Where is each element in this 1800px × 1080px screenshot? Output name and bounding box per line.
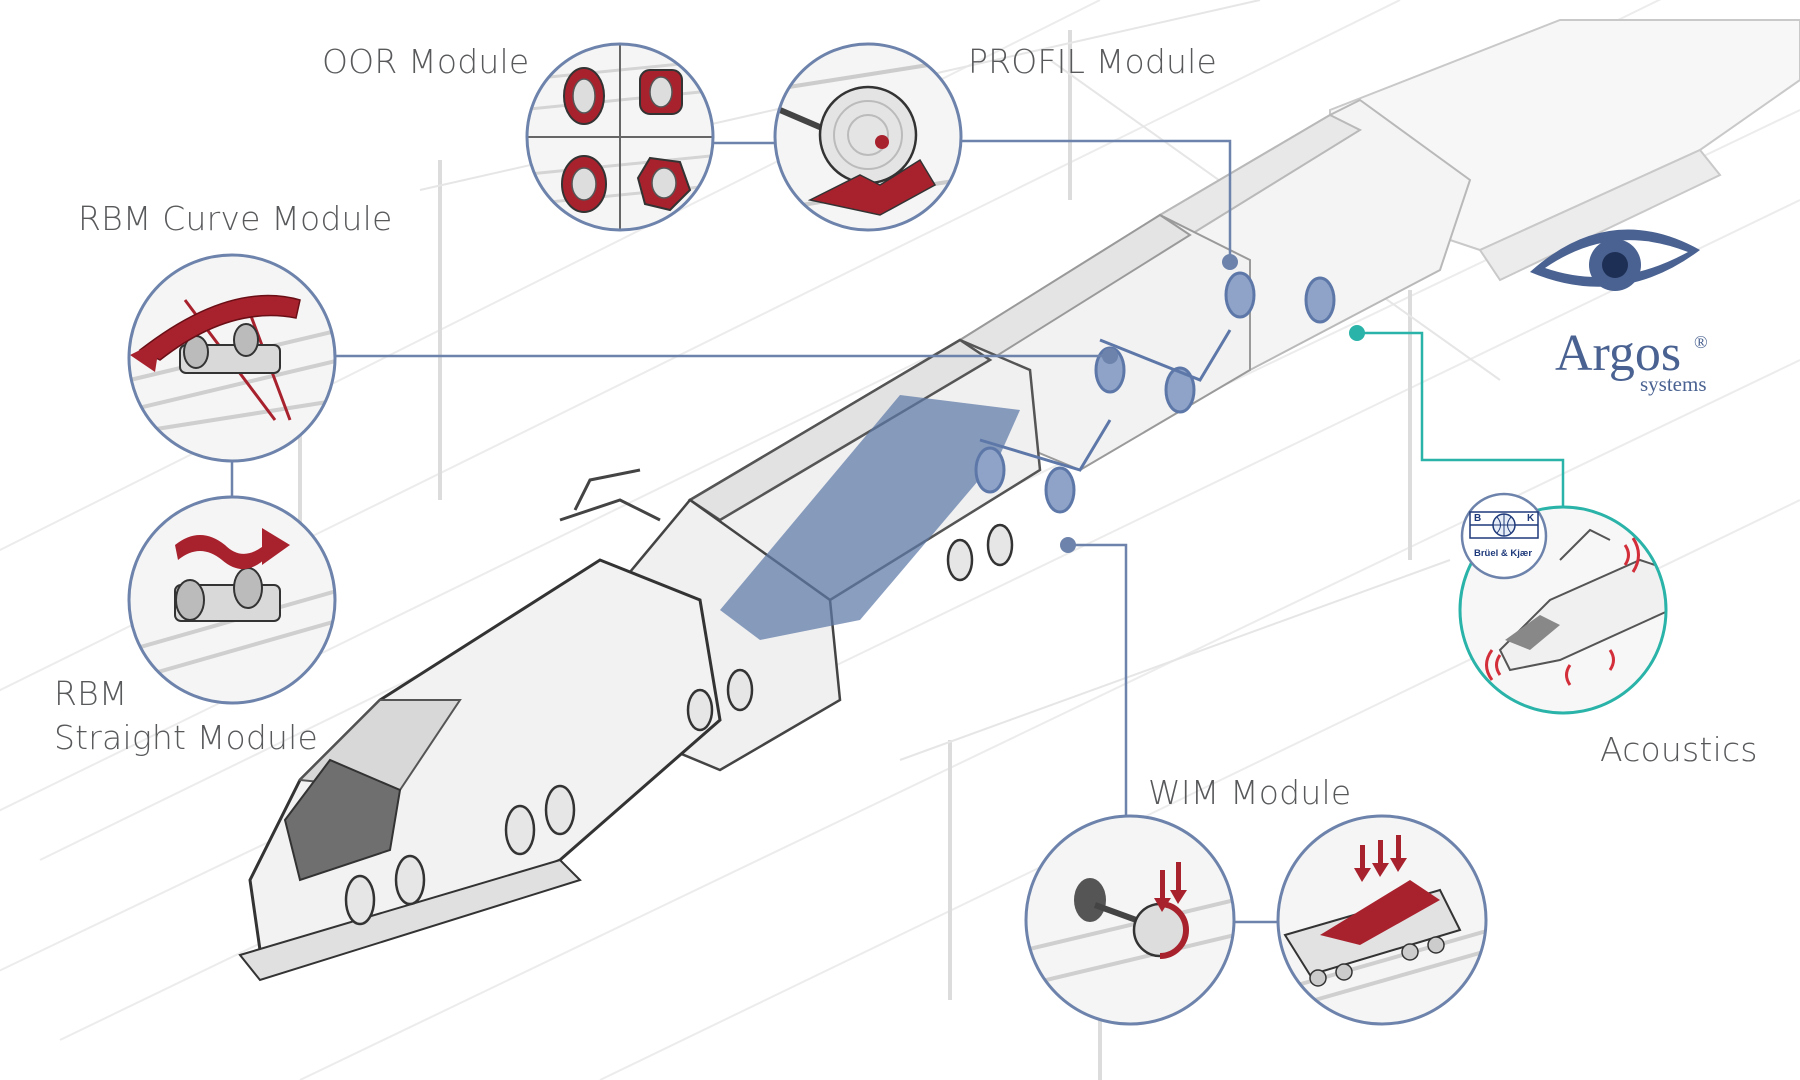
acoustics-label: Acoustics	[1600, 730, 1758, 769]
highlighted-cargo	[720, 395, 1020, 640]
bk-letter-b: B	[1474, 513, 1482, 524]
wim-module-detail-wheel	[1024, 814, 1236, 1026]
rbm-straight-module-detail	[127, 495, 337, 705]
loco-wheels	[344, 523, 1014, 926]
profil-module-label: PROFIL Module	[968, 42, 1217, 81]
bogies	[974, 271, 1336, 514]
locomotive	[238, 468, 722, 982]
wim-module-detail-wagon	[1276, 814, 1488, 1026]
bruel-kjaer-logo	[1460, 492, 1548, 580]
rbm-curve-module-detail	[127, 253, 337, 463]
oor-module-label: OOR Module	[322, 42, 530, 81]
oor-module-detail	[525, 42, 715, 232]
profil-module-detail	[773, 42, 963, 232]
connector-dot-wim	[1060, 537, 1076, 553]
argos-registered-mark: ®	[1694, 332, 1708, 352]
rbm-straight-module-label-line1: RBM	[54, 674, 128, 713]
connector-dot-rbm	[1102, 348, 1118, 364]
bruel-kjaer-name: Brüel & Kjær	[1474, 548, 1533, 559]
connector-profil	[961, 139, 1232, 260]
train	[238, 19, 1800, 982]
connector-wim	[1068, 543, 1128, 815]
wim-module-label: WIM Module	[1148, 773, 1352, 812]
argos-brand-name: Argos	[1555, 325, 1682, 382]
connector-lines	[230, 139, 1278, 924]
connector-dot-acoustics	[1349, 325, 1365, 341]
bk-letter-k: K	[1527, 513, 1535, 524]
argos-brand-sub: systems	[1640, 372, 1707, 396]
argos-eye-icon	[1530, 229, 1700, 291]
rbm-straight-module-label-line2: Straight Module	[54, 718, 318, 757]
rbm-curve-module-label: RBM Curve Module	[78, 199, 393, 238]
connector-acoustics	[1360, 331, 1565, 507]
connector-dot-profil	[1222, 254, 1238, 270]
